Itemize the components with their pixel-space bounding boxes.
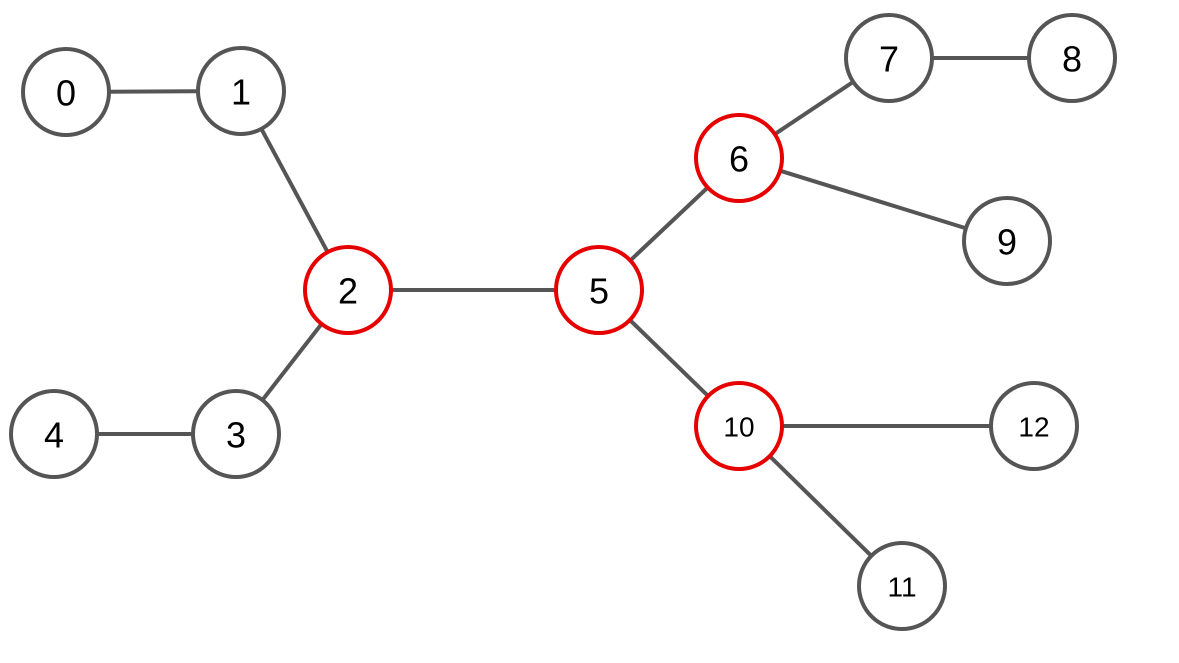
node-circle-9: [962, 196, 1052, 286]
node-7: 7: [844, 13, 934, 103]
node-circle-4: [9, 389, 99, 479]
node-8: 8: [1027, 13, 1117, 103]
node-label-1: 1: [231, 72, 251, 113]
node-circle-3: [191, 389, 281, 479]
node-label-12: 12: [1018, 412, 1049, 443]
node-circle-7: [844, 13, 934, 103]
node-circle-8: [1027, 13, 1117, 103]
node-12: 12: [989, 381, 1079, 471]
node-0: 0: [21, 47, 111, 137]
node-label-5: 5: [589, 271, 609, 312]
node-circle-2: [303, 245, 393, 335]
node-2: 2: [303, 245, 393, 335]
edges-layer: [54, 56, 1072, 588]
node-4: 4: [9, 389, 99, 479]
node-6: 6: [694, 113, 784, 203]
edge-6-9: [738, 156, 1008, 243]
node-11: 11: [857, 541, 947, 631]
node-label-8: 8: [1062, 39, 1082, 80]
node-label-3: 3: [226, 415, 246, 456]
node-label-4: 4: [44, 415, 64, 456]
node-circle-1: [196, 46, 286, 136]
node-circle-6: [694, 113, 784, 203]
node-label-11: 11: [887, 572, 916, 603]
node-label-10: 10: [723, 412, 754, 443]
node-circle-12: [989, 381, 1079, 471]
node-1: 1: [196, 46, 286, 136]
node-circle-10: [694, 381, 784, 471]
node-label-0: 0: [56, 73, 76, 114]
node-label-9: 9: [997, 222, 1017, 263]
node-label-7: 7: [879, 39, 899, 80]
node-circle-0: [21, 47, 111, 137]
node-5: 5: [554, 245, 644, 335]
node-label-2: 2: [338, 271, 358, 312]
node-circle-5: [554, 245, 644, 335]
node-9: 9: [962, 196, 1052, 286]
node-label-6: 6: [729, 139, 749, 180]
node-3: 3: [191, 389, 281, 479]
node-circle-11: [857, 541, 947, 631]
node-10: 10: [694, 381, 784, 471]
